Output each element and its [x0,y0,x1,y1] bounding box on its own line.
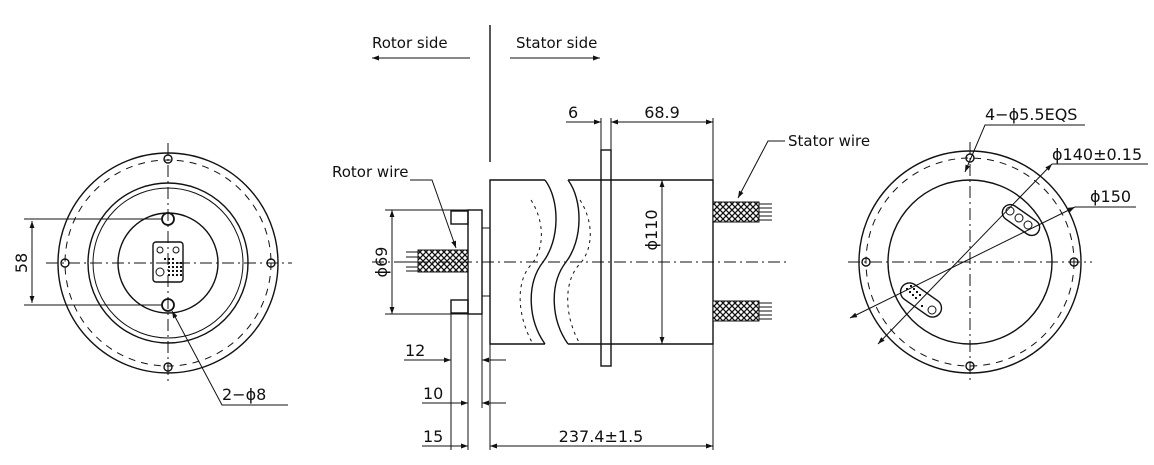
dim-15-text: 15 [423,427,443,446]
dim-holes-right-leader [964,124,1085,173]
side-view: Rotor side Stator side Rotor wire [332,25,870,450]
stator-side-label: Stator side [516,34,597,52]
dim-holes-right-text: 4−ϕ5.5EQS [985,105,1077,124]
right-end-view: ϕ140±0.15 ϕ150 4−ϕ5.5EQS [848,105,1148,384]
dim-phi140-text: ϕ140±0.15 [1052,145,1142,164]
dim-12-text: 12 [405,341,425,360]
dim-holes-left-leader [171,310,288,406]
rotor-screw-top [450,210,469,225]
rotor-wire-leader [410,179,457,249]
dim-phi140-line [877,163,1053,345]
dim-phi69-text: ϕ69 [372,247,391,278]
left-bolt-hole-left [60,258,70,268]
left-connector [152,241,184,283]
dim-58-text: 58 [12,253,31,273]
stator-wire-bundle-top [712,201,760,223]
dim-total-text: 237.4±1.5 [559,427,644,446]
dim-holes-left-text: 2−ϕ8 [222,385,266,404]
rotor-wire-label: Rotor wire [332,163,408,181]
right-bolt-hole-top [965,153,975,163]
dim-phi110-text: ϕ110 [642,209,661,250]
dim-10-text: 10 [423,384,443,403]
left-end-view: 58 2−ϕ8 [12,143,292,406]
stator-flange [600,149,612,367]
stator-wire-leader [737,140,785,199]
stator-wire-label: Stator wire [788,132,870,150]
right-wire-outlet-top [1001,203,1041,237]
left-bolt-hole-bottom [163,362,173,372]
right-bolt-hole-bottom [965,361,975,371]
rotor-screw-bottom [450,299,469,314]
dim-phi150-line [849,206,1076,319]
rotor-wire-bundle [417,249,469,273]
rotor-side-label: Rotor side [372,34,448,52]
left-bolt-hole-right [266,258,276,268]
dim-6-text: 6 [568,103,578,122]
dim-phi150-text: ϕ150 [1090,187,1131,206]
stator-wire-bundle-bottom [712,300,760,322]
left-bolt-hole-top [163,154,173,164]
dim-68-9-text: 68.9 [644,103,680,122]
